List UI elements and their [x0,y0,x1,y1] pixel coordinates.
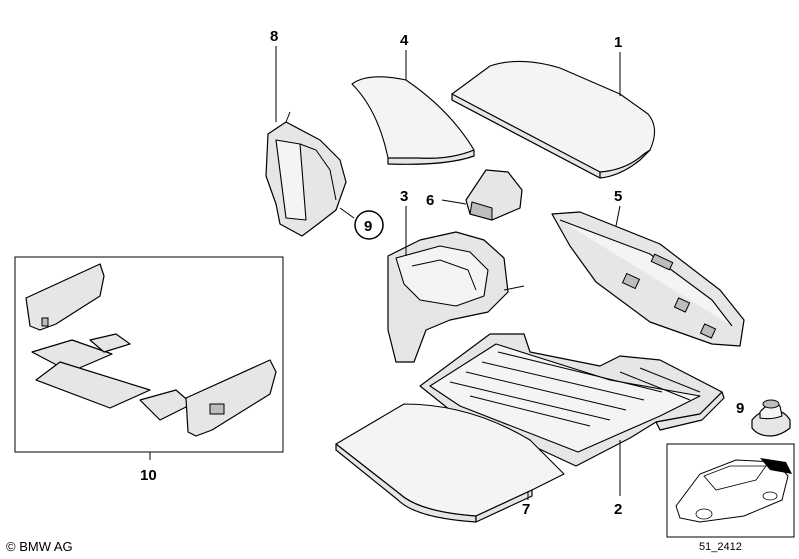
leader-5 [615,205,621,227]
copyright-text: © BMW AG [6,539,73,554]
part-3-wheelhouse-trim[interactable] [387,231,525,363]
trunk-highlight [760,458,792,474]
drawing-number: 51_2412 [699,541,742,553]
part-7-floor-mat[interactable] [335,403,565,523]
label-10: 10 [140,467,157,484]
label-9-side: 9 [736,400,744,417]
part-10-right-panel[interactable] [185,359,277,437]
part-5-rear-shelf[interactable] [551,211,745,347]
car-location-inset [666,443,795,538]
label-7: 7 [522,501,530,518]
part-1-floor-cover[interactable] [451,60,656,179]
leader-9 [339,207,355,219]
part-8-side-trim[interactable] [265,111,347,237]
label-6: 6 [426,192,434,209]
part-10-left-panel[interactable] [25,263,105,331]
leader-6 [441,199,467,205]
car-icon [675,458,792,523]
label-9-callout: 9 [364,218,372,235]
part-4-side-panel[interactable] [351,76,475,165]
part-10-kit-box [14,256,284,453]
label-3: 3 [400,188,408,205]
part-10-pads[interactable] [31,333,193,421]
label-8: 8 [270,28,278,45]
callout-9-circle [354,210,384,240]
label-1: 1 [614,34,622,51]
floor-ribs [449,351,701,427]
label-2: 2 [614,501,622,518]
label-5: 5 [614,188,622,205]
part-9-clip-nut[interactable] [751,399,791,437]
part-6-block[interactable] [465,169,523,221]
part-2-floor-insert[interactable] [419,333,725,467]
label-4: 4 [400,32,409,49]
